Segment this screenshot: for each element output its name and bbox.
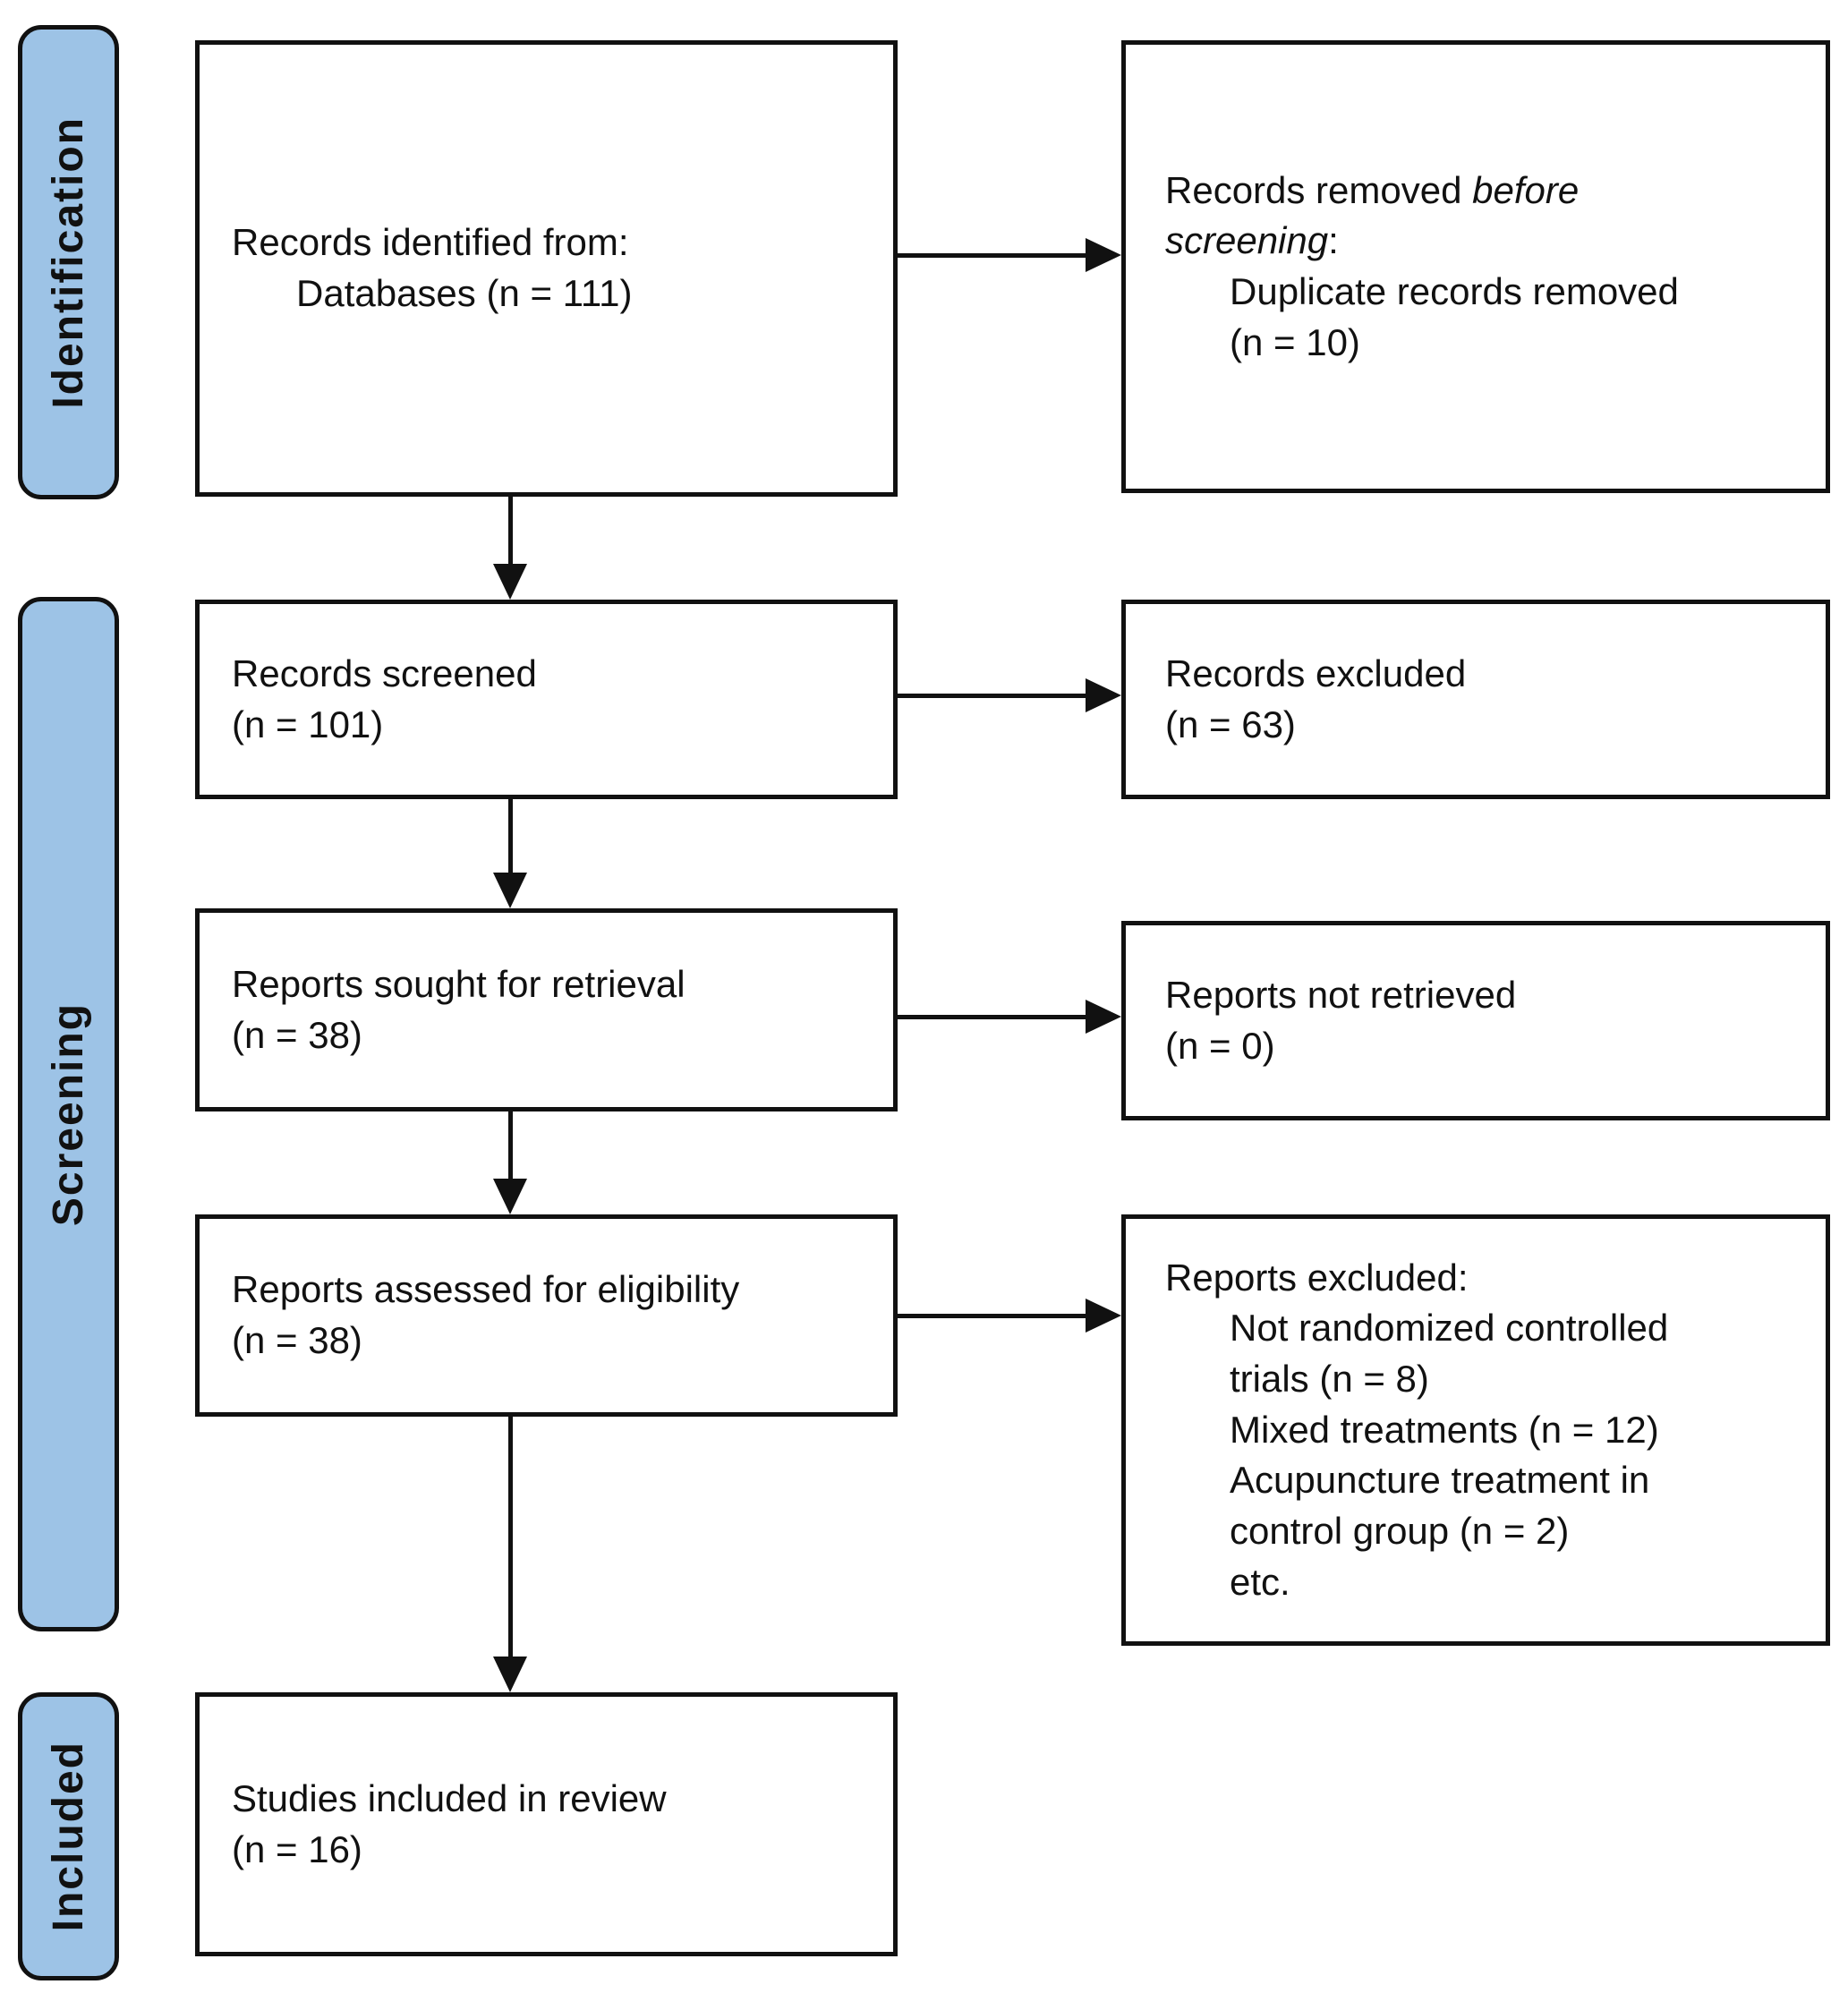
box-text-line: Records excluded <box>1165 652 1467 694</box>
box-text-line: Not randomized controlled <box>1230 1307 1669 1350</box>
box-text-line: control group (n = 2) <box>1230 1510 1570 1553</box>
stage-label-text: Included <box>45 1741 92 1932</box>
stage-label-text: Screening <box>45 1001 92 1227</box>
box-text-line: Duplicate records removed <box>1230 270 1679 312</box>
box-records-excluded: Records excluded (n = 63) <box>1121 600 1830 799</box>
box-text-line: (n = 10) <box>1230 320 1360 363</box>
box-records-screened: Records screened (n = 101) <box>195 600 898 799</box>
box-text-line: Records removed before <box>1165 166 1810 217</box>
box-text-line: (n = 38) <box>232 1013 362 1056</box>
box-text-line: Reports not retrieved <box>1165 973 1517 1016</box>
box-reports-sought-for-retrieval: Reports sought for retrieval (n = 38) <box>195 908 898 1111</box>
arrow-line <box>508 1417 513 1657</box>
box-text-line: Databases (n = 111) <box>296 272 633 314</box>
stage-label-included: Included <box>18 1692 119 1980</box>
arrow-right-icon <box>1086 1299 1121 1333</box>
box-text-line: (n = 38) <box>232 1319 362 1361</box>
arrow-line <box>898 694 1086 698</box>
arrow-line <box>508 1111 513 1179</box>
box-reports-not-retrieved: Reports not retrieved (n = 0) <box>1121 921 1830 1120</box>
box-text-line: Acupuncture treatment in <box>1230 1459 1650 1502</box>
stage-label-identification: Identification <box>18 25 119 499</box>
text-segment-italic: screening <box>1165 219 1329 262</box>
stage-label-text: Identification <box>45 115 92 409</box>
box-text-line: (n = 16) <box>232 1827 362 1870</box>
text-segment-italic: before <box>1472 168 1580 211</box>
box-text-line: Reports excluded: <box>1165 1256 1469 1299</box>
box-text-line: (n = 101) <box>232 703 384 745</box>
box-text-line: Records screened <box>232 652 537 694</box>
arrow-line <box>508 799 513 873</box>
arrow-down-icon <box>493 564 527 600</box>
box-reports-excluded: Reports excluded: Not randomized control… <box>1121 1214 1830 1646</box>
box-records-identified: Records identified from: Databases (n = … <box>195 40 898 497</box>
box-records-removed-before-screening: Records removed before screening: Duplic… <box>1121 40 1830 493</box>
arrow-line <box>898 1314 1086 1318</box>
box-reports-assessed-for-eligibility: Reports assessed for eligibility (n = 38… <box>195 1214 898 1417</box>
box-text-line: etc. <box>1230 1560 1290 1603</box>
box-text-line: Reports sought for retrieval <box>232 962 686 1005</box>
arrow-down-icon <box>493 1657 527 1692</box>
arrow-line <box>898 1015 1086 1019</box>
box-studies-included-in-review: Studies included in review (n = 16) <box>195 1692 898 1956</box>
arrow-line <box>508 497 513 564</box>
box-text-line: Reports assessed for eligibility <box>232 1268 740 1311</box>
arrow-right-icon <box>1086 678 1121 712</box>
stage-label-screening: Screening <box>18 597 119 1631</box>
arrow-down-icon <box>493 873 527 908</box>
arrow-line <box>898 253 1086 258</box>
box-text-line: screening: <box>1165 216 1810 267</box>
box-text-line: (n = 0) <box>1165 1024 1275 1067</box>
arrow-down-icon <box>493 1179 527 1214</box>
box-text-line: (n = 63) <box>1165 703 1296 745</box>
box-text-line: trials (n = 8) <box>1230 1357 1429 1400</box>
box-text-line: Studies included in review <box>232 1776 667 1819</box>
box-text-line: Records identified from: <box>232 221 629 264</box>
text-segment: Records removed <box>1165 168 1473 211</box>
arrow-right-icon <box>1086 238 1121 272</box>
text-segment: : <box>1328 219 1339 262</box>
arrow-right-icon <box>1086 1000 1121 1034</box>
box-text-line: Mixed treatments (n = 12) <box>1230 1408 1659 1451</box>
